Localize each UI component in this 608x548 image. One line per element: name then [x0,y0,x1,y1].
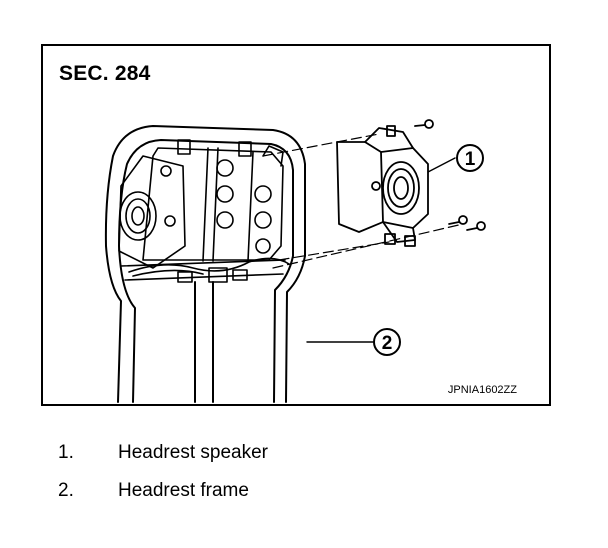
callout-2-number: 2 [382,333,393,354]
leader-lines [306,157,456,343]
legend-item-number: 1. [58,442,74,463]
section-label: SEC. 284 [59,62,151,85]
legend-item-label: Headrest frame [118,480,249,501]
diagram-figure: SEC. 284 [41,44,551,406]
headrest-illustration: 1 2 [104,119,486,403]
figure-code: JPNIA1602ZZ [447,384,517,396]
alignment-lines [262,133,464,269]
headrest-speaker [336,119,486,247]
callout-1: 1 [456,144,484,172]
legend-item-label: Headrest speaker [118,442,268,463]
legend-item-number: 2. [58,480,74,501]
legend-item: 1. Headrest speaker [58,442,268,480]
speaker-housing [118,139,290,283]
legend-item: 2. Headrest frame [58,480,268,518]
legend: 1. Headrest speaker 2. Headrest frame [58,442,268,518]
callout-1-number: 1 [465,149,476,170]
callout-2: 2 [373,328,401,356]
headrest-frame [104,125,306,403]
